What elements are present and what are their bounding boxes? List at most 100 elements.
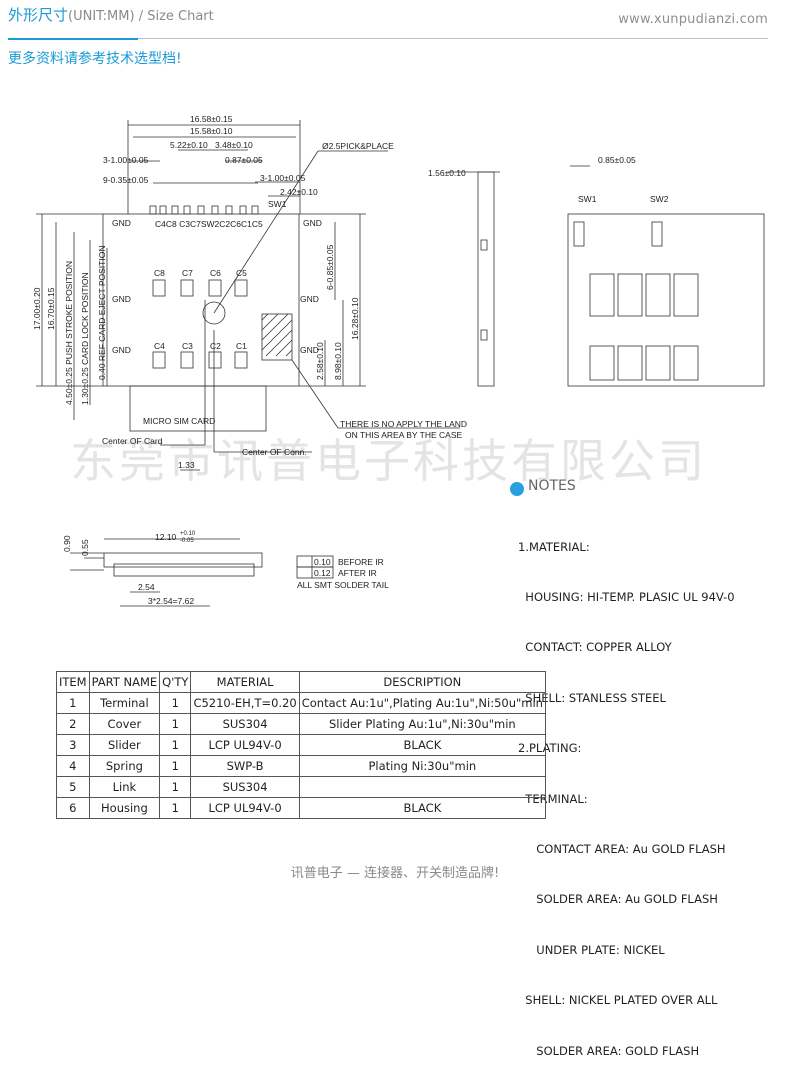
table-row: 1 Terminal 1 C5210-EH,T=0.20 Contact Au:…: [56, 692, 546, 714]
dim-9-0-35: 9-0.35±0.05: [103, 175, 149, 185]
cell: 1: [56, 692, 90, 714]
dim-3x2-54: 3*2.54=7.62: [148, 596, 194, 606]
table-row: 3 Slider 1 LCP UL94V-0 BLACK: [56, 734, 546, 756]
cell: 2: [56, 713, 90, 735]
header-divider: [8, 38, 768, 39]
cell: 1: [159, 797, 192, 819]
pin-c3: C3: [182, 341, 193, 351]
gnd-label-ml: GND: [112, 294, 131, 304]
no-land-label-1: THERE IS NO APPLY THE LAND: [340, 419, 467, 429]
pin-c8: C8: [154, 268, 165, 278]
dim-6-0-85: 6-0.85±0.05: [325, 244, 335, 290]
notes-line: CONTACT: COPPER ALLOY: [518, 640, 672, 655]
pin-c1: C1: [236, 341, 247, 351]
notes-bullet-icon: [510, 482, 524, 496]
table-row: 5 Link 1 SUS304: [56, 776, 546, 798]
dim-5-22: 5.22±0.10: [170, 140, 208, 150]
smt-tail-label: ALL SMT SOLDER TAIL: [297, 580, 389, 590]
no-land-label-2: ON THIS AREA BY THE CASE: [345, 430, 462, 440]
notes-line: 1.MATERIAL:: [518, 539, 590, 554]
center-conn-label: Center OF Conn.: [242, 447, 307, 457]
title-main: 外形尺寸: [8, 6, 69, 24]
pin-c4: C4: [154, 341, 165, 351]
after-ir-label: AFTER IR: [338, 568, 377, 578]
dim-17-00: 17.00±0.20: [32, 287, 42, 330]
dim-2-42: 2.42±0.10: [280, 187, 318, 197]
pin-c6: C6: [210, 268, 221, 278]
dim-16-58: 16.58±0.15: [190, 114, 233, 124]
gnd-label-tr: GND: [303, 218, 322, 228]
cell: Plating Ni:30u"min: [298, 755, 546, 777]
center-card-label: Center OF Card: [102, 436, 163, 446]
col-material: MATERIAL: [190, 671, 300, 693]
push-stroke-label: 4.50±0.25 PUSH STROKE POSITION: [64, 261, 74, 405]
cell: 1: [159, 755, 192, 777]
cell: Link: [88, 776, 161, 798]
col-qty: Q'TY: [159, 671, 192, 693]
cell: 5: [56, 776, 90, 798]
cell: LCP UL94V-0: [190, 734, 300, 756]
cell: LCP UL94V-0: [190, 797, 300, 819]
dim-12-10-tol-dn: -0.05: [180, 538, 194, 544]
dim-0-87: 0.87±0.05: [225, 155, 263, 165]
footer-slogan: 讯普电子 — 连接器、开关制造品牌!: [290, 866, 500, 881]
pin-row-label: C4C8 C3C7SW2C2C6C1C5: [155, 219, 263, 229]
cell: BLACK: [298, 797, 546, 819]
page-title: 外形尺寸(UNIT:MM) / Size Chart: [8, 4, 214, 25]
cell: 6: [56, 797, 90, 819]
notes-line: SOLDER AREA: GOLD FLASH: [518, 1043, 700, 1058]
gnd-label-tl: GND: [112, 218, 131, 228]
dim-1-56: 1.56±0.10: [428, 168, 466, 178]
col-description: DESCRIPTION: [298, 671, 546, 693]
dim-2-58: 2.58±0.10: [315, 342, 325, 380]
table-row: 2 Cover 1 SUS304 Slider Plating Au:1u",N…: [56, 713, 546, 735]
before-ir-label: BEFORE IR: [338, 557, 384, 567]
dim-12-10: 12.10: [155, 532, 177, 542]
dim-0-85: 0.85±0.05: [598, 155, 636, 165]
sw2-bottom-label: SW2: [650, 194, 669, 204]
tol-0-10: 0.10: [314, 557, 331, 567]
table-row: 6 Housing 1 LCP UL94V-0 BLACK: [56, 797, 546, 819]
col-part-name: PART NAME: [88, 671, 161, 693]
cell: Terminal: [88, 692, 161, 714]
technical-drawing: 16.58±0.15 15.58±0.10 5.22±0.10 3.48±0.1…: [32, 114, 765, 607]
cell: Housing: [88, 797, 161, 819]
dim-12-10-tol-up: +0.10: [180, 531, 196, 537]
pin-c2: C2: [210, 341, 221, 351]
company-watermark: 东莞市讯普电子科技有限公司: [70, 434, 707, 488]
notes-line: TERMINAL:: [518, 791, 588, 806]
dim-15-58: 15.58±0.10: [190, 126, 233, 136]
dim-8-98: 8.98±0.10: [333, 342, 343, 380]
cell: 1: [159, 776, 192, 798]
dim-1-33: 1.33: [178, 460, 195, 470]
sw1-bottom-label: SW1: [578, 194, 597, 204]
tol-0-12: 0.12: [314, 568, 331, 578]
website-link[interactable]: www.xunpudianzi.com: [618, 12, 768, 27]
bom-table: ITEM PART NAME Q'TY MATERIAL DESCRIPTION…: [56, 671, 546, 819]
cell: 1: [159, 734, 192, 756]
bom-header-row: ITEM PART NAME Q'TY MATERIAL DESCRIPTION: [56, 671, 546, 693]
cell: Slider: [88, 734, 161, 756]
connector-side-view: [477, 171, 495, 387]
sw1-label: SW1: [268, 199, 287, 209]
cell: C5210-EH,T=0.20: [190, 692, 300, 714]
dim-2-54: 2.54: [138, 582, 155, 592]
notes-line: CONTACT AREA: Au GOLD FLASH: [518, 841, 726, 856]
cell: Cover: [88, 713, 161, 735]
notes-line: SOLDER AREA: Au GOLD FLASH: [518, 892, 718, 907]
notes-body: 1.MATERIAL: HOUSING: HI-TEMP. PLASIC UL …: [518, 505, 735, 1076]
notes-line: HOUSING: HI-TEMP. PLASIC UL 94V-0: [518, 589, 735, 604]
cell: Slider Plating Au:1u",Ni:30u"min: [298, 713, 546, 735]
notes-heading: NOTES: [528, 478, 576, 494]
dim-16-70: 16.70±0.15: [46, 287, 56, 330]
pin-c7: C7: [182, 268, 193, 278]
micro-sim-label: MICRO SIM CARD: [143, 416, 215, 426]
cell: 4: [56, 755, 90, 777]
dim-3-48: 3.48±0.10: [215, 140, 253, 150]
cell: 1: [159, 713, 192, 735]
dim-3-1-00-top: 3-1.00±0.05: [103, 155, 149, 165]
cell: Contact Au:1u",Plating Au:1u",Ni:50u"min: [298, 692, 546, 714]
cell: [298, 776, 546, 798]
cell: SUS304: [190, 776, 300, 798]
notes-line: SHELL: NICKEL PLATED OVER ALL: [518, 993, 718, 1008]
